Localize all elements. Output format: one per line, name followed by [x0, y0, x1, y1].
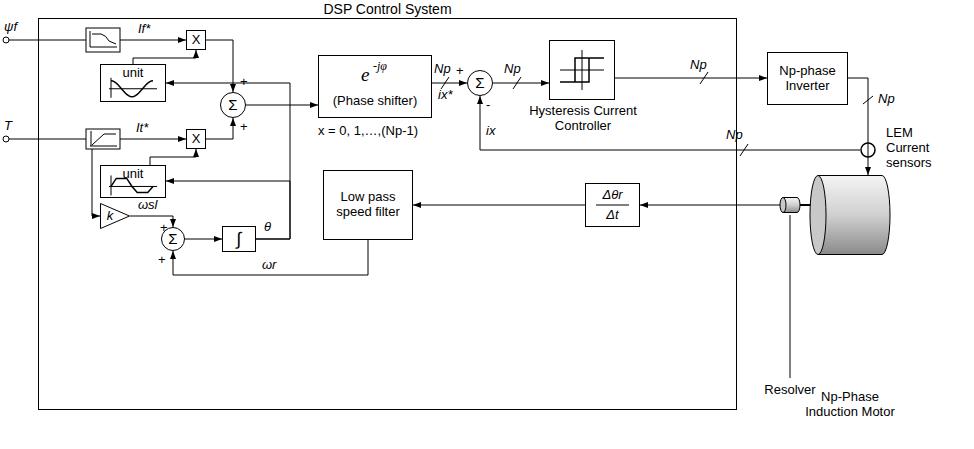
wire — [9, 40, 86, 41]
node-text: Np-Phase Induction Motor — [805, 390, 895, 420]
signal-label: ix — [486, 124, 495, 139]
signal-connector — [246, 105, 318, 106]
wire — [120, 139, 186, 140]
signal-label: Np — [434, 62, 451, 77]
signal-label: T — [4, 119, 12, 134]
signal-label: ωr — [262, 258, 276, 273]
node-text: k — [107, 209, 114, 224]
multiplier-box: X — [186, 129, 206, 149]
signal-connector — [615, 78, 767, 79]
signal-label: + — [240, 75, 248, 90]
phase-shifter-box: e -jφ (Phase shifter) — [318, 55, 432, 118]
wire — [9, 139, 86, 140]
signal-label: + — [158, 253, 166, 268]
unit-vector-box: unit — [100, 64, 166, 102]
gain-triangle-outline — [100, 203, 130, 229]
signal-connector — [206, 40, 233, 92]
signal-label: It* — [136, 121, 148, 136]
signal-connector — [133, 50, 196, 64]
node-text: unit — [101, 66, 165, 81]
node-text: -jφ — [373, 60, 387, 74]
node-text: Np-phase Inverter — [768, 64, 847, 94]
integrator-box: ∫ — [222, 226, 256, 252]
differentiator-box: ΔθrΔt — [585, 183, 640, 227]
leader-line — [790, 215, 791, 378]
unit-vector-box: unit — [100, 165, 166, 198]
current-sensor: LEM Current sensors — [860, 142, 876, 158]
signal-connector — [173, 240, 368, 275]
node-text: Hysteresis Current Controller — [518, 104, 648, 134]
low-pass-filter-box: Low pass speed filter — [323, 170, 413, 240]
signal-connector — [413, 205, 585, 206]
node-text: LEM Current sensors — [886, 126, 944, 171]
signal-connector — [206, 118, 233, 139]
field-weakening-curve — [90, 31, 117, 47]
resolver-outline — [780, 197, 800, 213]
node-text: X — [192, 33, 201, 48]
signal-label: ωsl — [138, 198, 158, 213]
induction-motor: Np-Phase Induction Motor — [810, 175, 890, 255]
node-text: e — [361, 64, 369, 86]
node-text: unit — [101, 167, 165, 182]
multiplier-box: X — [186, 30, 206, 50]
signal-connector — [848, 78, 868, 175]
signal-connector — [493, 83, 549, 84]
input-terminal — [3, 136, 9, 142]
node-text: Σ — [168, 230, 177, 247]
signal-label: ix* — [438, 88, 452, 103]
signal-label: Np — [690, 58, 707, 73]
node-text: Low pass speed filter — [324, 190, 412, 220]
signal-label: - — [486, 98, 490, 113]
signal-label: θ — [264, 220, 271, 235]
signal-connector — [150, 149, 196, 165]
node-text: Σ — [228, 96, 237, 113]
signal-label: x = 0, 1,…,(Np-1) — [318, 124, 418, 139]
signal-connector — [432, 83, 467, 84]
inverter-box: Np-phase Inverter — [767, 52, 848, 105]
node-text: Δt — [586, 208, 639, 223]
signal-connector — [640, 205, 780, 206]
node-text: Δθr — [586, 188, 639, 203]
summing-junction: Σ — [220, 92, 246, 118]
node-text: ∫ — [237, 229, 242, 250]
summing-junction: Σ — [161, 227, 185, 251]
signal-connector — [185, 239, 222, 240]
node-text: DSP Control System — [39, 1, 736, 17]
signal-connector — [166, 83, 290, 239]
field-weakening-block — [86, 28, 120, 52]
signal-label: + — [456, 64, 464, 79]
dsp-system-boundary: DSP Control SystemXunitΣe-jφ(Phase shift… — [38, 18, 737, 410]
node-text: X — [192, 132, 201, 147]
signal-label: If* — [138, 22, 150, 37]
ramp-curve — [90, 131, 117, 146]
wire — [120, 40, 186, 41]
signal-label: Np — [726, 128, 743, 143]
torque-limit-block — [86, 129, 120, 149]
input-terminal — [3, 37, 9, 43]
signal-label: Np — [504, 62, 521, 77]
node-text: Σ — [475, 74, 484, 91]
current-sensor-outline — [860, 142, 876, 158]
signal-label: + — [240, 120, 248, 135]
hysteresis-controller-outline — [550, 41, 614, 99]
gain-triangle: k — [100, 203, 130, 229]
signal-label: ψf — [4, 20, 17, 35]
summing-junction: Σ — [467, 70, 493, 96]
node-text: Resolver — [758, 383, 822, 398]
wire — [92, 149, 100, 216]
hysteresis-controller: Hysteresis Current Controller — [549, 40, 615, 100]
resolver: Resolver — [780, 197, 800, 213]
induction-motor-outline — [810, 175, 890, 255]
node-text: (Phase shifter) — [319, 94, 431, 109]
signal-label: Np — [878, 92, 895, 107]
